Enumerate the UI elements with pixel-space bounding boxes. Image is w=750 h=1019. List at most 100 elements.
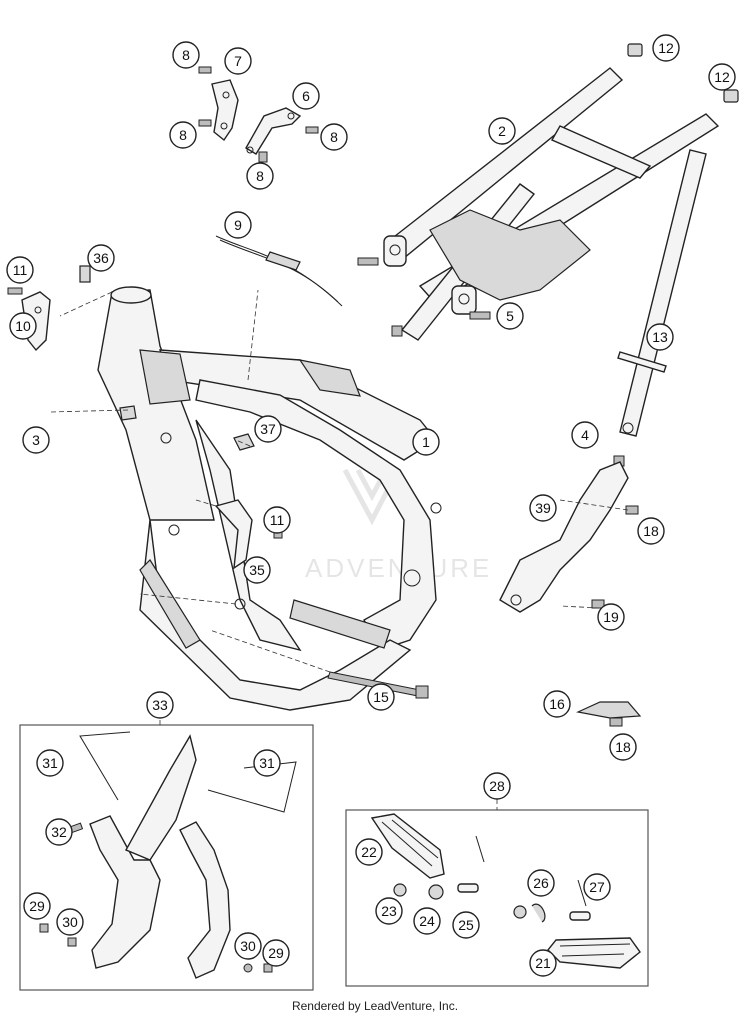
leader-lines <box>49 289 629 810</box>
callout-6: 6 <box>292 82 320 110</box>
callout-37: 37 <box>254 415 282 443</box>
callout-18: 18 <box>637 517 665 545</box>
chain-guide-part-39 <box>499 461 639 613</box>
rendered-by-footer: Rendered by LeadVenture, Inc. <box>291 999 459 1013</box>
bracket-part-7 <box>198 66 239 142</box>
clip-part-36 <box>79 265 91 283</box>
svg-text:11: 11 <box>270 512 285 528</box>
svg-text:8: 8 <box>330 129 338 145</box>
callout-35: 35 <box>243 556 271 584</box>
svg-text:12: 12 <box>714 69 730 85</box>
svg-text:33: 33 <box>152 697 168 713</box>
svg-text:2: 2 <box>498 123 506 139</box>
svg-text:4: 4 <box>581 427 589 443</box>
callout-15: 15 <box>367 683 395 711</box>
callout-10: 10 <box>9 312 37 340</box>
callout-31: 31 <box>253 749 281 777</box>
svg-text:21: 21 <box>535 955 551 971</box>
svg-text:24: 24 <box>419 913 435 929</box>
callout-8: 8 <box>246 162 274 190</box>
callout-29: 29 <box>23 892 51 920</box>
footpeg-hardware <box>393 835 591 923</box>
callout-8: 8 <box>169 121 197 149</box>
callout-27: 27 <box>583 873 611 901</box>
main-frame-part-1 <box>97 286 442 711</box>
callout-13: 13 <box>646 323 674 351</box>
svg-text:30: 30 <box>240 938 256 954</box>
svg-text:28: 28 <box>489 778 505 794</box>
svg-text:25: 25 <box>458 917 474 933</box>
svg-text:8: 8 <box>256 168 264 184</box>
callout-12: 12 <box>708 63 736 91</box>
frame-protector-kit-box <box>19 724 314 991</box>
callout-31: 31 <box>36 749 64 777</box>
callout-25: 25 <box>452 911 480 939</box>
callout-26: 26 <box>527 869 555 897</box>
callout-24: 24 <box>413 907 441 935</box>
svg-text:29: 29 <box>268 945 284 961</box>
svg-text:18: 18 <box>643 523 659 539</box>
svg-text:7: 7 <box>234 53 242 69</box>
svg-text:6: 6 <box>302 88 310 104</box>
callout-19: 19 <box>597 603 625 631</box>
svg-text:29: 29 <box>29 898 45 914</box>
svg-text:8: 8 <box>179 127 187 143</box>
callout-22: 22 <box>355 838 383 866</box>
svg-text:31: 31 <box>259 755 275 771</box>
svg-text:3: 3 <box>32 432 40 448</box>
callout-21: 21 <box>529 949 557 977</box>
svg-text:8: 8 <box>182 47 190 63</box>
svg-text:22: 22 <box>361 844 377 860</box>
svg-text:19: 19 <box>603 609 619 625</box>
callout-33: 33 <box>146 691 174 719</box>
callout-18: 18 <box>609 733 637 761</box>
callout-11: 11 <box>6 256 34 284</box>
svg-text:23: 23 <box>381 903 397 919</box>
bracket-part-6 <box>245 107 319 163</box>
grommet-part-3 <box>119 405 137 421</box>
callout-5: 5 <box>496 302 524 330</box>
svg-text:5: 5 <box>506 308 514 324</box>
bolt-part-11-top <box>7 287 23 295</box>
callout-39: 39 <box>529 494 557 522</box>
footpeg-part-21 <box>547 937 641 969</box>
bolt-part-15 <box>327 671 429 699</box>
callout-9: 9 <box>224 211 252 239</box>
subframe-part-2 <box>357 67 720 467</box>
callout-11: 11 <box>263 506 291 534</box>
svg-text:35: 35 <box>249 562 265 578</box>
callout-4: 4 <box>571 421 599 449</box>
watermark-text: ADVENTURE <box>305 553 492 583</box>
svg-text:15: 15 <box>373 689 389 705</box>
svg-text:32: 32 <box>51 824 67 840</box>
footpeg-part-22 <box>370 813 445 879</box>
callout-7: 7 <box>224 47 252 75</box>
clip-part-37 <box>233 433 255 451</box>
svg-text:10: 10 <box>15 318 31 334</box>
svg-text:27: 27 <box>589 879 605 895</box>
svg-text:26: 26 <box>533 875 549 891</box>
callout-3: 3 <box>22 426 50 454</box>
callout-8: 8 <box>172 41 200 69</box>
svg-text:16: 16 <box>549 696 565 712</box>
svg-text:11: 11 <box>13 262 28 278</box>
callout-1: 1 <box>412 428 440 456</box>
svg-text:18: 18 <box>615 739 631 755</box>
callout-28: 28 <box>483 772 511 800</box>
callout-23: 23 <box>375 897 403 925</box>
frame-protector-left <box>89 734 197 969</box>
svg-text:30: 30 <box>62 914 78 930</box>
callout-2: 2 <box>488 117 516 145</box>
pin-part-13 <box>617 351 667 373</box>
callout-32: 32 <box>45 818 73 846</box>
callouts: 8 7 8 6 8 8 12 12 2 9 11 36 10 5 13 3 4 … <box>6 34 736 977</box>
callout-36: 36 <box>87 244 115 272</box>
callout-29: 29 <box>262 939 290 967</box>
svg-text:39: 39 <box>535 500 551 516</box>
svg-text:37: 37 <box>260 421 276 437</box>
svg-text:12: 12 <box>658 40 674 56</box>
svg-text:31: 31 <box>42 755 58 771</box>
callout-16: 16 <box>543 690 571 718</box>
callout-30: 30 <box>56 908 84 936</box>
